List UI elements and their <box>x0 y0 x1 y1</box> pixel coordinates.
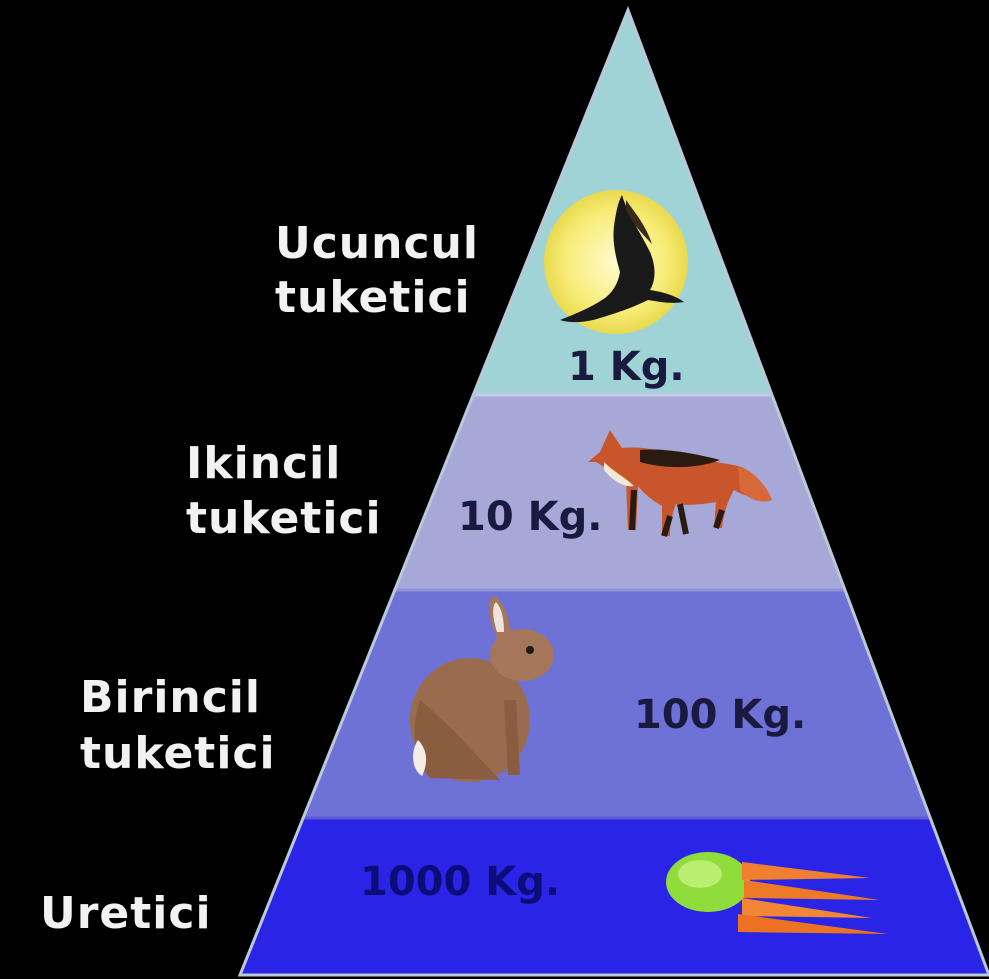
level-label-line: Birincil <box>80 672 261 723</box>
level-label-producer: Uretici <box>40 888 212 939</box>
level-label-line: Ikincil <box>186 438 341 489</box>
level-label-line: tuketici <box>80 728 276 779</box>
level-label-line: Ucuncul <box>275 218 479 269</box>
level-label-line: tuketici <box>186 493 382 544</box>
mass-label-secondary: 10 Kg. <box>458 494 602 540</box>
hawk-icon <box>544 190 688 334</box>
mass-label-tertiary: 1 Kg. <box>568 344 685 390</box>
carrot-greens-highlight <box>678 860 722 888</box>
mass-label-primary: 100 Kg. <box>634 692 806 738</box>
rabbit-eye <box>526 646 534 654</box>
level-label-line: tuketici <box>275 272 471 323</box>
mass-label-producer: 1000 Kg. <box>360 859 560 905</box>
